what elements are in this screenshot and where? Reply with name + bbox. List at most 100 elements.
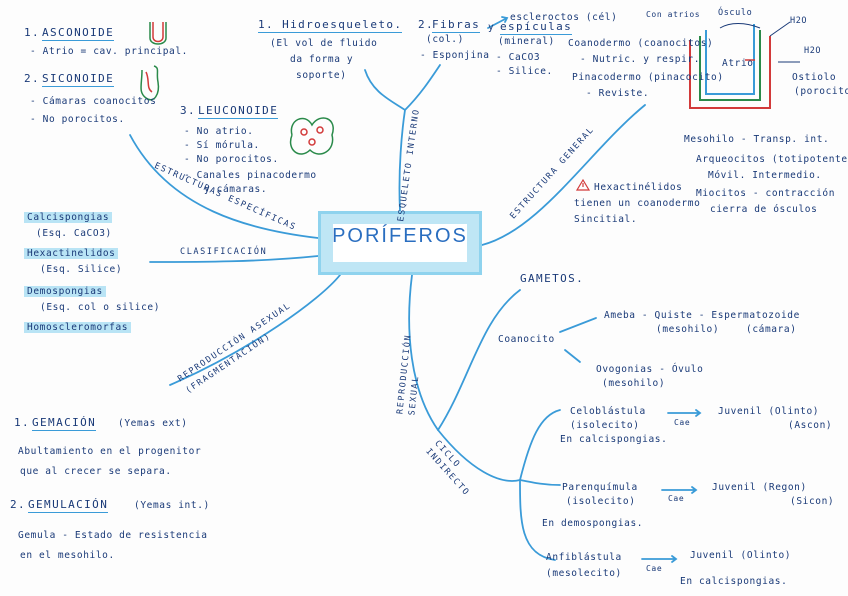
anfi-sub: (mesolecito) xyxy=(546,568,622,579)
fibras-escleroc: escleroctos (cél) xyxy=(510,12,618,23)
gem-d2: que al crecer se separa. xyxy=(20,466,172,477)
branch-sexual-line xyxy=(408,274,439,431)
clas-hexa: Hexactinelidos xyxy=(24,248,119,259)
ovogonias: Ovogonias - Óvulo xyxy=(596,364,704,375)
page-title: PORÍFEROS xyxy=(332,225,468,247)
leuconoide-line5: y cámaras. xyxy=(204,184,268,195)
diagram-h2o-b: H2O xyxy=(804,46,822,56)
ameba-sub2: (cámara) xyxy=(746,324,797,335)
branch-estructuras-line xyxy=(129,134,319,239)
ameba-sub1: (mesohilo) xyxy=(656,324,720,335)
anfi: Anfiblástula xyxy=(546,552,622,563)
juv2-sub: (Sicon) xyxy=(790,496,835,507)
leuconoide-line3: - No porocitos. xyxy=(184,154,279,165)
clas-calci-sub: (Esq. CaCO3) xyxy=(36,228,112,239)
gemu-d2: en el mesohilo. xyxy=(20,550,115,561)
reviste: - Reviste. xyxy=(586,88,650,99)
ameba: Ameba - Quiste - Espermatozoide xyxy=(604,310,800,321)
gemu-sub: (Yemas int.) xyxy=(134,500,210,511)
diagram-conatrios: Con atrios xyxy=(646,10,701,19)
cae1: Cae xyxy=(674,418,691,427)
branch-ciclo-line-2 xyxy=(519,479,561,486)
siconoide-title: SICONOIDE xyxy=(42,72,115,87)
calc2: En calcispongias. xyxy=(680,576,788,587)
leuconoide-title: LEUCONOIDE xyxy=(198,104,279,119)
fibras-sub2: - Esponjina xyxy=(420,50,490,61)
gemu-d1: Gemula - Estado de resistencia xyxy=(18,530,208,541)
clas-homo: Homoscleromorfas xyxy=(24,322,132,333)
siconoide-line1: - Cámaras coanocitos xyxy=(30,96,157,107)
demo: En demospongias. xyxy=(542,518,644,529)
gem-sub: (Yemas ext) xyxy=(118,418,188,429)
paren: Parenquímula xyxy=(562,482,638,493)
asconoide-num: 1. xyxy=(24,26,41,39)
diagram-osculo: Ósculo xyxy=(718,8,753,18)
clas-calci: Calcispongias xyxy=(24,212,113,223)
coanocito-line-1 xyxy=(559,317,597,333)
gem-title: GEMACIÓN xyxy=(32,416,97,431)
branch-ciclo-line xyxy=(437,429,521,482)
asconoide-title: ASCONOIDE xyxy=(42,26,115,41)
fibras-sub1: (col.) xyxy=(426,34,464,45)
leuconoide-num: 3. xyxy=(180,104,197,117)
fibras-sub4: - CaCO3 xyxy=(496,52,541,63)
branch-ciclo-line-3 xyxy=(519,479,556,561)
diagram-h2o-a: H2O xyxy=(790,16,808,26)
hidroesqueleto-line2: da forma y xyxy=(290,54,354,65)
branch-gametos-line xyxy=(437,289,521,431)
sponge-diagram xyxy=(689,21,800,109)
mesohilo: Mesohilo - Transp. int. xyxy=(684,134,830,145)
diagram-atrio: Atrio xyxy=(722,58,754,69)
title-box: PORÍFEROS xyxy=(318,211,482,275)
juv3: Juvenil (Olinto) xyxy=(690,550,792,561)
hidroesqueleto-line3: soporte) xyxy=(296,70,347,81)
fibras-sub5: - Silice. xyxy=(496,66,553,77)
fibras-title: Fibras xyxy=(432,18,481,33)
asconoide-line1: - Atrio = cav. principal. xyxy=(30,46,188,57)
fibras-y: y xyxy=(488,22,495,33)
gem-num: 1. xyxy=(14,416,31,429)
siconoide-line2: - No porocitos. xyxy=(30,114,125,125)
calc1: En calcispongias. xyxy=(560,434,668,445)
gemu-num: 2. xyxy=(10,498,27,511)
branch-ciclo-line-1 xyxy=(519,409,561,481)
hidroesqueleto-line1: (El vol de fluido xyxy=(270,38,378,49)
branch-asexual-line xyxy=(169,274,341,386)
paren-sub: (isolecito) xyxy=(566,496,636,507)
clas-hexa-sub: (Esq. Silice) xyxy=(40,264,123,275)
hidroesqueleto-title: 1. Hidroesqueleto. xyxy=(258,18,403,33)
juv1: Juvenil (Olinto) xyxy=(718,406,820,417)
hexa-note-2: tienen un coanodermo xyxy=(574,198,701,209)
nutric: - Nutric. y respir. xyxy=(580,54,701,65)
fibras-num: 2. xyxy=(418,18,435,31)
diagram-ostiolo: Ostiolo xyxy=(792,72,837,83)
movil: Móvil. Intermedio. xyxy=(708,170,822,181)
siconoide-icon xyxy=(140,65,160,101)
fibras-sub3: (mineral) xyxy=(498,36,555,47)
cae2: Cae xyxy=(668,494,685,503)
leuconoide-line1: - No atrio. xyxy=(184,126,254,137)
hexa-note-1: Hexactinélidos xyxy=(594,182,683,193)
miocitos: Miocitos - contracción xyxy=(696,188,836,199)
ovo-sub: (mesohilo) xyxy=(602,378,666,389)
cae3: Cae xyxy=(646,564,663,573)
gem-d1: Abultamiento en el progenitor xyxy=(18,446,202,457)
juv1-sub: (Ascon) xyxy=(788,420,833,431)
cierra: cierra de ósculos xyxy=(710,204,818,215)
clas-demo: Demospongias xyxy=(24,286,106,297)
warning-icon xyxy=(575,178,591,191)
leuconoide-line2: - Sí mórula. xyxy=(184,140,260,151)
coanodermo: Coanodermo (coanocitos) xyxy=(568,38,714,49)
clas-demo-sub: (Esq. col o silice) xyxy=(40,302,161,313)
siconoide-num: 2. xyxy=(24,72,41,85)
gemu-title: GEMULACIÓN xyxy=(28,498,109,513)
diagram-porocito: (porocito) xyxy=(794,86,848,97)
leuconoide-line4: - Canales pinacodermo xyxy=(184,170,317,181)
gametos: GAMETOS. xyxy=(520,272,585,285)
arqueocitos: Arqueocitos (totipotente) xyxy=(696,154,848,165)
branch-esqueleto-line xyxy=(364,64,441,212)
branch-clasificacion-line xyxy=(149,255,319,263)
branch-label-clasificacion: CLASIFICACIÓN xyxy=(180,247,268,257)
fibras-espiculas: espículas xyxy=(500,20,573,35)
pinacodermo: Pinacodermo (pinacocito) xyxy=(572,72,724,83)
